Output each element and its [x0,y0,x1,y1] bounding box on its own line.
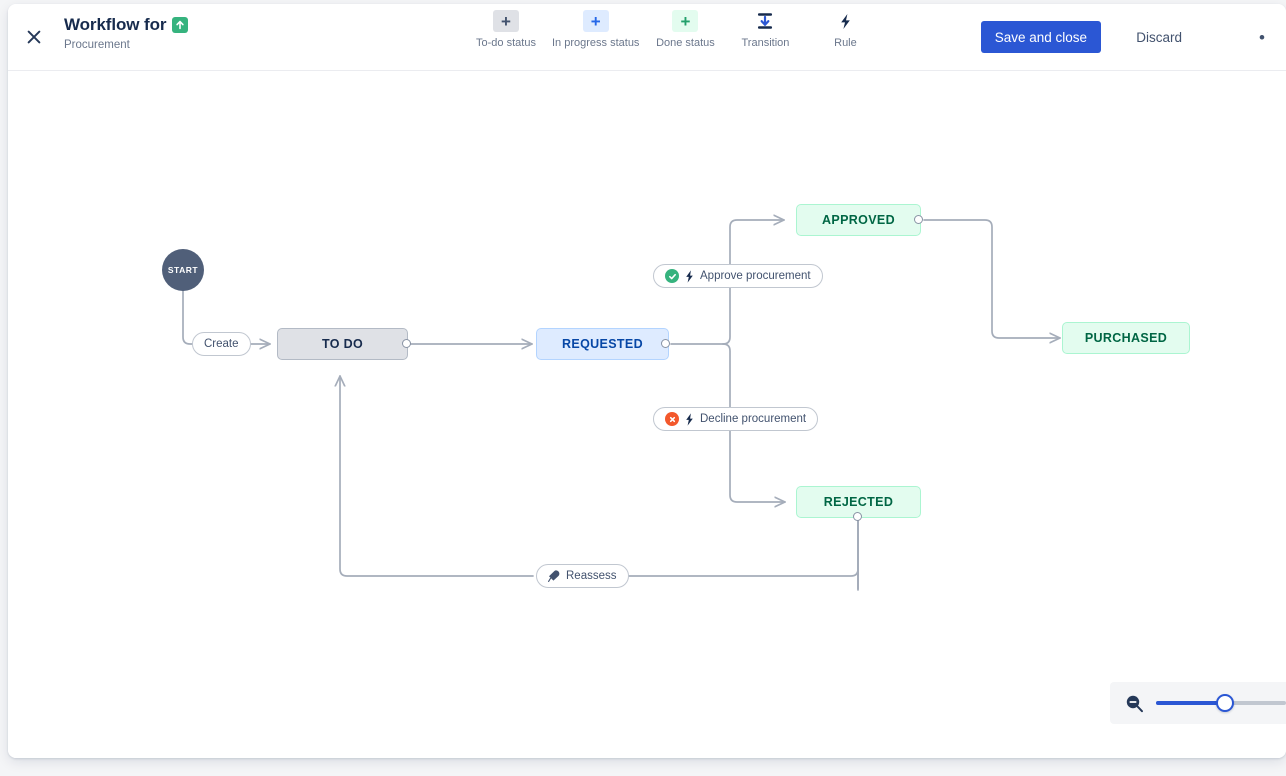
zoom-slider[interactable] [1156,693,1286,713]
editor-header: Workflow for Procurement + To-do status … [8,4,1286,71]
plus-icon: + [493,10,519,32]
zoom-slider-thumb[interactable] [1215,694,1234,712]
zoom-out-icon[interactable] [1124,693,1144,713]
edge-start-to-create [182,290,195,345]
transition-text: Approve procurement [700,270,811,282]
start-node[interactable]: START [162,249,204,291]
status-node-requested[interactable]: REQUESTED [536,328,669,360]
transition-label-approve-procurement[interactable]: Approve procurement [653,264,823,288]
toolbar-label: In progress status [552,37,640,49]
page-subtitle: Procurement [64,39,130,51]
transition-text: Create [204,338,239,350]
save-and-close-button[interactable]: Save and close [980,21,1101,53]
edge-rejected-to-reassess [621,516,859,577]
toolbar-label: Transition [741,37,790,49]
add-todo-status-button[interactable]: + To-do status [466,10,546,50]
lightning-bolt-icon [832,10,858,32]
plus-icon: + [582,10,609,32]
toolbar: + To-do status + In progress status + Do… [466,10,885,50]
lightning-bolt-icon [684,412,695,426]
zoom-control[interactable] [1110,682,1286,724]
transition-label-reassess[interactable]: Reassess [536,564,629,588]
transition-text: Decline procurement [700,413,807,425]
title-block: Workflow for Procurement [64,14,189,52]
toolbar-label: Rule [834,37,857,49]
edge-reassess-to-todo [340,375,534,577]
toolbar-label: To-do status [476,37,536,49]
status-ok-icon [665,269,679,283]
close-icon[interactable] [18,21,50,53]
transition-arrow-icon [752,10,778,32]
status-node-todo[interactable]: TO DO [277,328,408,360]
zoom-slider-fill [1156,701,1225,705]
more-options-icon[interactable]: • [1259,27,1265,47]
discard-button[interactable]: Discard [1126,21,1192,53]
status-error-icon [665,412,679,426]
improvement-arrow-up-icon [172,17,189,33]
status-node-approved[interactable]: APPROVED [796,204,921,236]
add-transition-button[interactable]: Transition [725,10,805,50]
workflow-canvas[interactable]: START TO DO REQUESTED APPROVED REJECTED … [8,71,1286,758]
workflow-edges [182,71,1061,591]
edge-requested-to-approved [722,220,785,345]
port-requested-right[interactable] [661,339,670,348]
port-approved-right[interactable] [914,215,923,224]
toolbar-label: Done status [656,37,715,49]
plus-icon: + [672,10,699,32]
add-rule-button[interactable]: Rule [805,10,885,50]
edge-requested-to-rejected [722,343,786,502]
workflow-editor-card: Workflow for Procurement + To-do status … [8,4,1286,758]
tag-icon [548,570,561,582]
transition-text: Reassess [566,570,617,582]
transition-label-create[interactable]: Create [192,332,251,356]
port-rejected-bottom[interactable] [853,512,862,521]
add-done-status-button[interactable]: + Done status [645,10,725,50]
lightning-bolt-icon [684,269,695,283]
edge-approved-to-purchased [923,219,1061,338]
add-in-progress-status-button[interactable]: + In progress status [546,10,645,50]
transition-label-decline-procurement[interactable]: Decline procurement [653,407,819,431]
page-title: Workflow for [64,15,167,34]
status-node-purchased[interactable]: PURCHASED [1062,322,1190,354]
port-todo-right[interactable] [402,339,411,348]
